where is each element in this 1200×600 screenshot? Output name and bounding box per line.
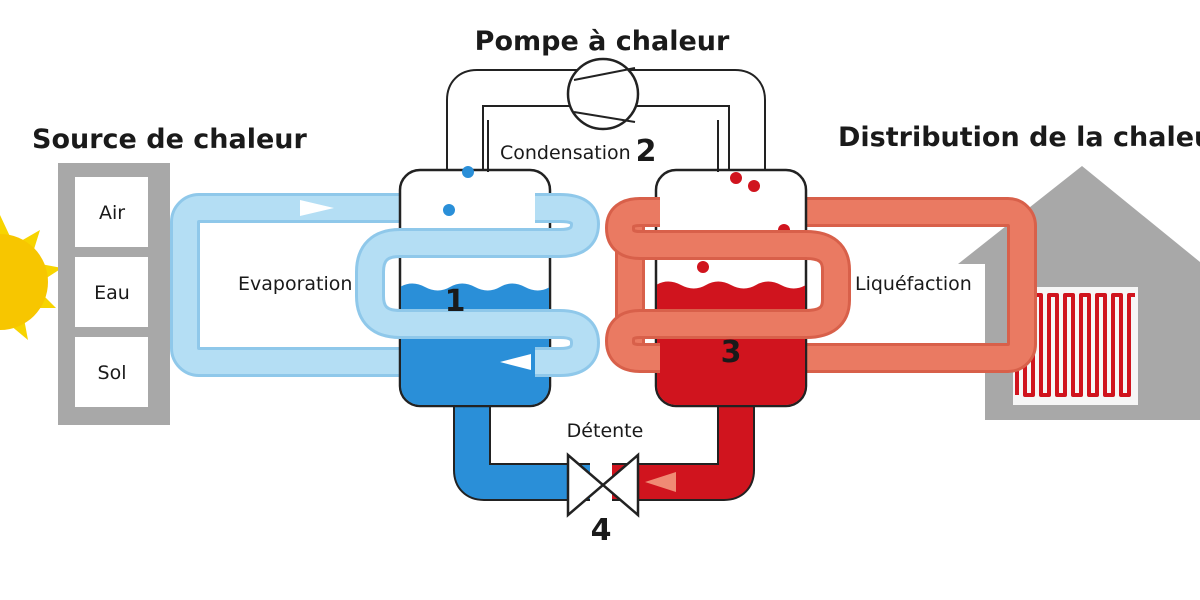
vapor-bubble xyxy=(748,180,760,192)
cold-coil xyxy=(300,193,601,377)
vapor-bubble xyxy=(443,204,455,216)
liquefaction-label: Liquéfaction xyxy=(855,273,972,295)
vapor-bubble xyxy=(697,261,709,273)
vapor-bubble xyxy=(462,166,474,178)
detente-label: Détente xyxy=(567,420,644,442)
flow-arrow-icon xyxy=(500,354,531,370)
vapor-bubble xyxy=(730,172,742,184)
sun-icon xyxy=(0,215,62,340)
detente-number: 4 xyxy=(591,513,612,548)
flow-arrow-icon xyxy=(645,472,676,492)
evaporation-label: Evaporation xyxy=(238,273,352,295)
compressor-icon xyxy=(566,57,640,131)
condensation-number: 2 xyxy=(636,134,657,169)
expansion-line xyxy=(453,398,755,518)
source-ground-box xyxy=(75,337,148,407)
evaporation-number: 1 xyxy=(445,284,466,319)
source-ground-label: Sol xyxy=(98,362,127,384)
compressor-line xyxy=(446,57,766,172)
condenser-vessel xyxy=(654,168,808,408)
distribution-title: Distribution de la chaleur xyxy=(838,122,1200,153)
pump-title: Pompe à chaleur xyxy=(475,26,730,57)
condensation-label: Condensation xyxy=(500,142,631,164)
source-air-label: Air xyxy=(99,202,125,224)
liquefaction-number: 3 xyxy=(721,335,742,370)
source-title: Source de chaleur xyxy=(32,124,308,155)
evaporator-vessel xyxy=(398,166,552,408)
heat-source-panel xyxy=(58,163,170,425)
source-water-box xyxy=(75,257,148,327)
source-air-box xyxy=(75,177,148,247)
source-water-label: Eau xyxy=(94,282,130,304)
hot-coil xyxy=(604,197,851,373)
condensation-link xyxy=(487,120,719,172)
expansion-valve-icon xyxy=(566,452,640,518)
flow-arrow-icon xyxy=(300,200,334,216)
hot-pipe-loop xyxy=(615,197,1037,373)
